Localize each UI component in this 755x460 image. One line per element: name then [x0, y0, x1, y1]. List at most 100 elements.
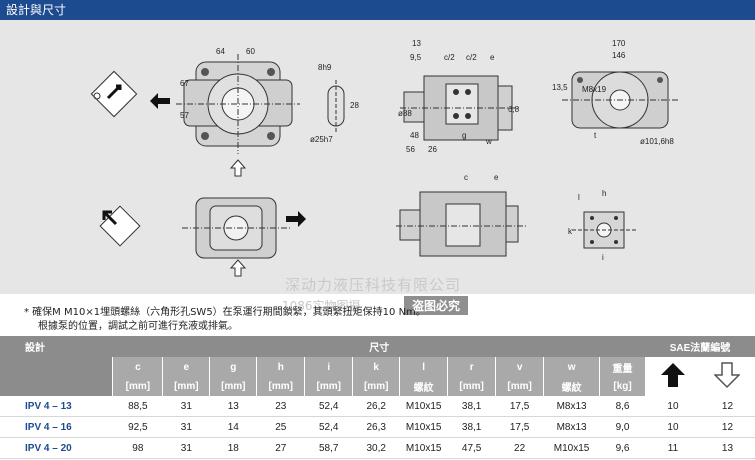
dim-88: ø88 — [398, 109, 412, 118]
cell: M8x13 — [543, 416, 600, 438]
orientation-icon-bottom — [99, 205, 141, 247]
orientation-icon-top — [90, 70, 138, 118]
cell: M10x15 — [399, 396, 448, 417]
cell: 12 — [700, 396, 755, 417]
cell: M8x13 — [543, 396, 600, 417]
col-k: k — [352, 357, 401, 377]
row-model: IPV 4 – 20 — [0, 437, 113, 459]
cell: 31 — [162, 437, 210, 459]
cell: M10x15 — [399, 437, 448, 459]
cell: 18 — [209, 437, 257, 459]
dim-25h7: ø25h7 — [310, 135, 333, 144]
side-view — [400, 75, 520, 141]
col-e: e — [162, 357, 211, 377]
shaft-view — [327, 80, 345, 132]
dim-13: 13 — [412, 39, 421, 48]
col-design: 設計 — [25, 343, 45, 354]
dim-101-6: ø101,6h8 — [640, 137, 674, 146]
dim-9-5: 9,5 — [410, 53, 422, 62]
unit-weight: [kg] — [599, 377, 647, 396]
front-view — [176, 54, 300, 154]
cell: 13 — [700, 437, 755, 459]
cell: 92,5 — [112, 416, 163, 438]
row-model: IPV 4 – 13 — [0, 396, 113, 417]
cell: M10x15 — [543, 437, 600, 459]
dim-57: 57 — [180, 111, 189, 120]
cell: 30,2 — [352, 437, 400, 459]
cell: 9,6 — [599, 437, 646, 459]
end-view — [562, 71, 678, 129]
cell: 38,1 — [447, 416, 496, 438]
cell: 8,6 — [599, 396, 646, 417]
dim-8h9: 8h9 — [318, 63, 332, 72]
cell: 27 — [256, 437, 305, 459]
note-line-1: * 確保M M10×1埋頭螺絲（六角形孔SW5）在泵運行期間鎖緊，其頭緊扭矩保持… — [24, 307, 426, 318]
unit-e: [mm] — [162, 377, 211, 396]
arrow-up-icon-table — [660, 363, 685, 387]
dim-28: 28 — [350, 101, 359, 110]
cell: 52,4 — [304, 416, 353, 438]
col-sae: SAE法蘭編號 — [669, 343, 731, 354]
cell: 10 — [645, 416, 701, 438]
dim-t: t — [594, 131, 597, 140]
watermark-company: 深动力液压科技有限公司 — [285, 276, 462, 294]
unit-h: [mm] — [256, 377, 306, 396]
col-w: w — [543, 357, 601, 377]
technical-drawing: 64 60 67 57 8h9 28 ø25h7 13 9,5 c/2 c/2 … — [90, 39, 678, 277]
dim-c-half-1: c/2 — [444, 53, 455, 62]
dim-e: e — [490, 53, 495, 62]
dim-c-half-2: c/2 — [466, 53, 477, 62]
cell: 26,2 — [352, 396, 400, 417]
unit-r: [mm] — [447, 377, 497, 396]
cell: 9,0 — [599, 416, 646, 438]
col-h: h — [256, 357, 306, 377]
cell: 47,5 — [447, 437, 496, 459]
cell: 22 — [495, 437, 544, 459]
table-row: IPV 4 – 13 88,5 31 13 23 52,4 26,2 M10x1… — [0, 396, 755, 417]
dim-146: 146 — [612, 51, 626, 60]
technical-drawing-panel: 64 60 67 57 8h9 28 ø25h7 13 9,5 c/2 c/2 … — [0, 20, 755, 294]
unit-g: [mm] — [209, 377, 258, 396]
unit-w: 螺紋 — [543, 377, 601, 396]
cell: 38,1 — [447, 396, 496, 417]
cell: 10 — [645, 396, 701, 417]
cell: M10x15 — [399, 416, 448, 438]
watermark-stamp: 盗图必究 — [404, 296, 469, 315]
arrow-up-icon-bottom — [229, 259, 247, 277]
side-view-bottom — [396, 191, 526, 257]
dimensions-table: 設計 尺寸 SAE法蘭編號 c e g h i k l r v w 重量 [mm… — [0, 336, 755, 459]
dim-56: 56 — [406, 145, 415, 154]
cell: 58,7 — [304, 437, 353, 459]
port-detail — [572, 211, 636, 249]
unit-c: [mm] — [112, 377, 164, 396]
cell: 26,3 — [352, 416, 400, 438]
col-weight: 重量 — [599, 357, 647, 377]
dim-i: i — [602, 253, 604, 262]
rear-flange-view — [182, 197, 290, 259]
cell: 23 — [256, 396, 305, 417]
unit-v: [mm] — [495, 377, 545, 396]
col-dims: 尺寸 — [369, 343, 390, 354]
unit-k: [mm] — [352, 377, 401, 396]
dim-48: 48 — [410, 131, 419, 140]
arrow-right-icon — [286, 211, 306, 227]
cell: 25 — [256, 416, 305, 438]
cell: 31 — [162, 416, 210, 438]
dim-64: 64 — [216, 47, 225, 56]
arrow-up-header — [645, 357, 701, 396]
dim-w: w — [485, 137, 492, 146]
col-r: r — [447, 357, 497, 377]
col-c: c — [112, 357, 164, 377]
col-g: g — [209, 357, 258, 377]
cell: 31 — [162, 396, 210, 417]
arrow-down-icon-table — [713, 362, 742, 389]
col-v: v — [495, 357, 545, 377]
unit-l: 螺紋 — [399, 377, 449, 396]
dim-60: 60 — [246, 47, 255, 56]
cell: 17,5 — [495, 416, 544, 438]
cell: 88,5 — [112, 396, 163, 417]
cell: 14 — [209, 416, 257, 438]
arrow-up-icon — [229, 159, 247, 177]
cell: 13 — [209, 396, 257, 417]
row-model: IPV 4 – 16 — [0, 416, 113, 438]
